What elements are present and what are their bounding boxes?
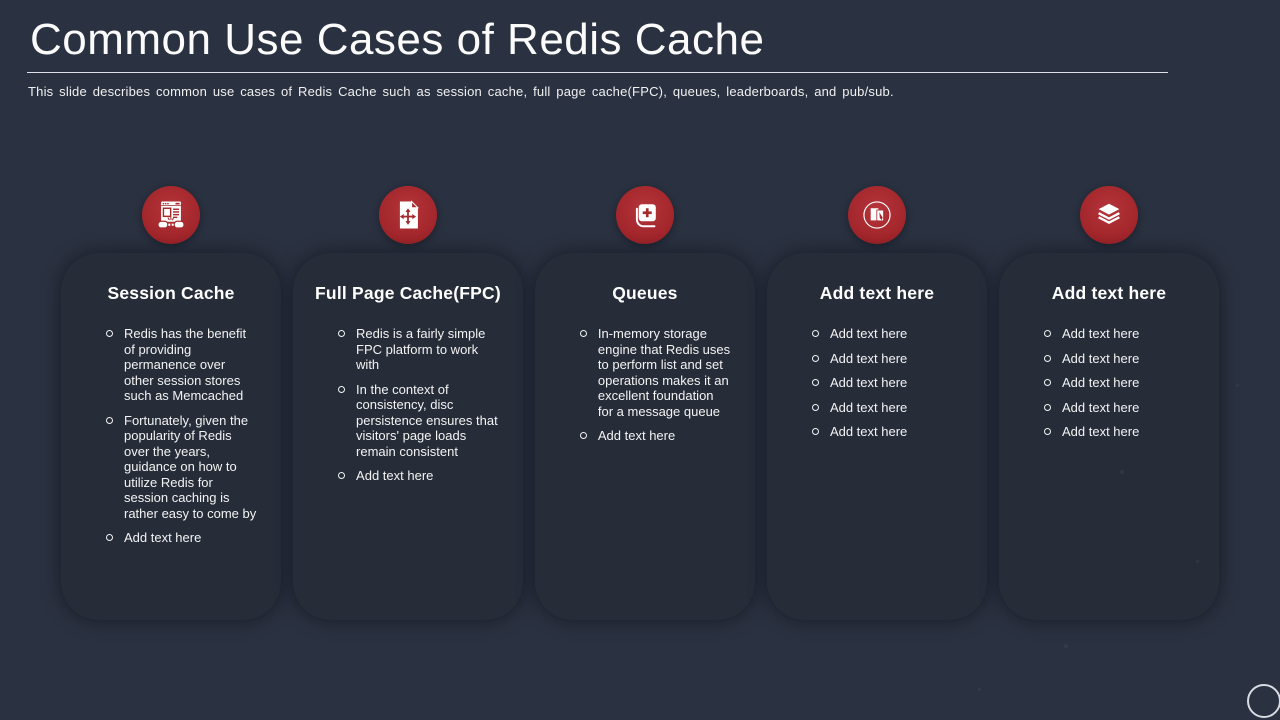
- card-placeholder-2: Add text here Add text here Add text her…: [998, 253, 1220, 620]
- card-placeholder-1: Add text here Add text here Add text her…: [766, 253, 987, 620]
- bullet-item: Add text here: [1043, 375, 1195, 391]
- background-dot: [1064, 644, 1068, 648]
- bullet-item: In-memory storage engine that Redis uses…: [579, 326, 731, 419]
- bullet-item: Redis has the benefit of providing perma…: [105, 326, 257, 404]
- bullet-item: Fortunately, given the popularity of Red…: [105, 413, 257, 522]
- bullet-item: Add text here: [811, 375, 963, 391]
- background-dot: [978, 688, 981, 691]
- column-queues: Queues In-memory storage engine that Red…: [534, 186, 755, 620]
- bullet-item: Add text here: [105, 530, 257, 546]
- background-dot: [1196, 560, 1199, 563]
- corner-ring-decor: [1247, 684, 1280, 718]
- card-title: Add text here: [819, 283, 935, 303]
- bullet-item: Add text here: [1043, 326, 1195, 342]
- page-title: Common Use Cases of Redis Cache: [30, 15, 765, 64]
- card-queues: Queues In-memory storage engine that Red…: [534, 253, 755, 620]
- card-title: Add text here: [1051, 283, 1167, 303]
- card-full-page-cache: Full Page Cache(FPC) Redis is a fairly s…: [293, 253, 523, 620]
- bullet-list: Redis is a fairly simple FPC platform to…: [315, 326, 501, 484]
- columns-row: Session Cache Redis has the benefit of p…: [61, 186, 1220, 620]
- bullet-item: Add text here: [337, 468, 499, 484]
- bullet-item: Add text here: [1043, 400, 1195, 416]
- full-page-arrows-icon: [378, 186, 437, 244]
- add-queue-icon: [615, 186, 674, 244]
- layers-icon: [1080, 186, 1138, 244]
- bullet-item: In the context of consistency, disc pers…: [337, 382, 499, 460]
- bullet-item: Add text here: [1043, 424, 1195, 440]
- bullet-item: Add text here: [811, 326, 963, 342]
- card-title: Session Cache: [107, 283, 235, 303]
- bullet-item: Redis is a fairly simple FPC platform to…: [337, 326, 499, 373]
- session-browser-plug-icon: [142, 186, 201, 244]
- bullet-item: Add text here: [1043, 351, 1195, 367]
- bullet-item: Add text here: [811, 351, 963, 367]
- document-edit-icon: [847, 186, 906, 244]
- column-session-cache: Session Cache Redis has the benefit of p…: [61, 186, 282, 620]
- bullet-list: Redis has the benefit of providing perma…: [83, 326, 259, 546]
- card-title: Full Page Cache(FPC): [315, 283, 501, 303]
- bullet-item: Add text here: [811, 424, 963, 440]
- column-full-page-cache: Full Page Cache(FPC) Redis is a fairly s…: [293, 186, 523, 620]
- card-session-cache: Session Cache Redis has the benefit of p…: [61, 253, 282, 620]
- bullet-item: Add text here: [579, 428, 731, 444]
- background-dot: [1120, 470, 1124, 474]
- bullet-list: Add text here Add text here Add text her…: [789, 326, 965, 440]
- column-placeholder-2: Add text here Add text here Add text her…: [998, 186, 1220, 620]
- bullet-list: Add text here Add text here Add text her…: [1021, 326, 1197, 440]
- bullet-list: In-memory storage engine that Redis uses…: [557, 326, 733, 444]
- bullet-item: Add text here: [811, 400, 963, 416]
- card-title: Queues: [612, 283, 678, 303]
- title-underline: [27, 72, 1168, 73]
- background-dot: [1236, 384, 1239, 387]
- slide-subtitle: This slide describes common use cases of…: [28, 84, 894, 99]
- column-placeholder-1: Add text here Add text here Add text her…: [766, 186, 987, 620]
